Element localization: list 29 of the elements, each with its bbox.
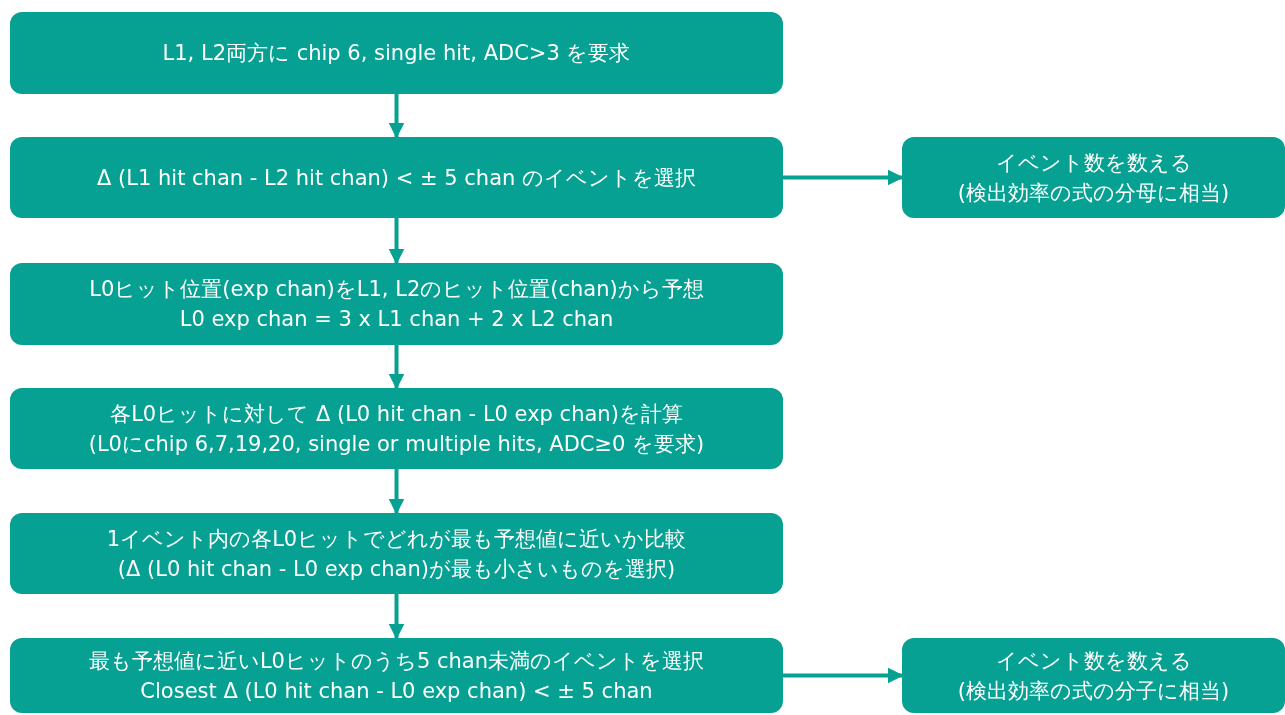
box-text: L0ヒット位置(exp chan)をL1, L2のヒット位置(chan)から予想 [89, 276, 704, 303]
box-text: L1, L2両方に chip 6, single hit, ADC>3 を要求 [162, 40, 631, 67]
box-text: イベント数を数える [995, 647, 1192, 675]
box-text: (検出効率の式の分母に相当) [957, 179, 1230, 207]
arrow [783, 667, 904, 684]
process-box [10, 388, 783, 469]
process-box [10, 638, 783, 713]
box-text: (Δ (L0 hit chan - L0 exp chan)が最も小さいものを選択) [117, 555, 676, 583]
box-text: 各L0ヒットに対して Δ (L0 hit chan - L0 exp chan)を計算 [110, 400, 683, 428]
process-box [10, 263, 783, 345]
process-box [10, 12, 783, 94]
box-text: イベント数を数える [995, 149, 1192, 177]
arrow [388, 218, 405, 265]
arrow [783, 169, 904, 186]
box-text: 最も予想値に近いL0ヒットのうち5 chan未満のイベントを選択 [88, 647, 705, 675]
box-text: (検出効率の式の分子に相当) [957, 677, 1230, 705]
box-text: Δ (L1 hit chan - L2 hit chan) < ± 5 chan のイベントを選択 [97, 164, 696, 192]
process-box [10, 513, 783, 594]
box-text: Closest Δ (L0 hit chan - L0 exp chan) < ± 5 chan [140, 677, 653, 705]
process-box [902, 137, 1285, 218]
process-box [10, 137, 783, 218]
box-text: L0 exp chan = 3 x L1 chan + 2 x L2 chan [179, 306, 614, 333]
arrow [388, 345, 405, 390]
process-box [902, 638, 1285, 713]
box-text: (L0にchip 6,7,19,20, single or multiple hits, ADC≥0 を要求) [88, 430, 705, 458]
arrow [388, 94, 405, 139]
arrow [388, 469, 405, 515]
arrow [388, 594, 405, 640]
box-text: 1イベント内の各L0ヒットでどれが最も予想値に近いか比較 [106, 525, 687, 553]
